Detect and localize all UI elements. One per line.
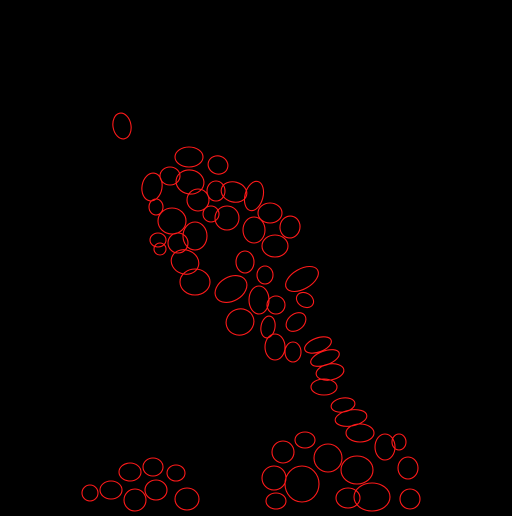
cell-contour: [220, 181, 248, 203]
cell-contour: [285, 265, 319, 293]
cell-contour: [242, 216, 266, 244]
cell-contour: [149, 232, 167, 248]
cell-contour: [248, 285, 270, 315]
cell-contour: [265, 492, 287, 510]
cell-contour: [214, 205, 240, 231]
cell-contour: [257, 202, 283, 224]
cell-contour: [397, 456, 419, 480]
cell-contour: [330, 397, 356, 413]
cell-contour: [279, 215, 301, 239]
cell-contour: [284, 341, 302, 363]
cell-contour: [335, 487, 361, 509]
cell-contour: [353, 482, 391, 512]
cell-contour: [157, 207, 187, 235]
cell-contour: [123, 488, 147, 512]
cell-contour: [235, 250, 255, 274]
cell-contour: [295, 291, 315, 309]
cell-contour: [182, 221, 208, 251]
cell-contour: [374, 433, 396, 461]
cell-contour: [144, 479, 168, 501]
cell-contour: [174, 487, 200, 511]
cell-contour: [294, 431, 316, 449]
cell-contour: [310, 378, 338, 396]
cell-contour: [141, 172, 163, 202]
cell-contour: [264, 333, 286, 361]
cell-contour: [179, 268, 211, 296]
cell-contour: [159, 166, 181, 186]
cell-contour: [399, 488, 421, 510]
cell-contour: [334, 409, 368, 427]
cell-contour: [313, 443, 343, 473]
cell-contour: [271, 440, 295, 464]
cell-contour: [81, 484, 99, 502]
cell-contour: [206, 180, 226, 202]
cell-contour: [214, 275, 248, 303]
cell-contour: [118, 462, 142, 482]
cell-contour: [202, 205, 220, 223]
cell-contour: [167, 232, 189, 254]
cell-contour: [266, 295, 286, 315]
cell-contour: [285, 312, 307, 332]
cell-contour: [256, 265, 274, 285]
cell-contour: [340, 455, 374, 485]
cell-contour: [225, 308, 255, 336]
cell-contour: [261, 234, 289, 258]
cell-contour: [391, 433, 407, 451]
cell-contour: [284, 465, 320, 503]
cell-contour: [304, 336, 332, 354]
cell-contour: [166, 464, 186, 482]
cell-contour: [243, 180, 265, 212]
cell-contour: [261, 465, 287, 491]
cell-contour: [99, 480, 123, 500]
cell-contour: [186, 188, 210, 212]
cell-contour: [260, 315, 276, 339]
cell-contour: [175, 169, 205, 195]
cell-contour: [174, 146, 204, 168]
cell-contour: [345, 423, 375, 443]
cell-contour: [153, 242, 167, 256]
cell-contour: [142, 457, 164, 477]
cell-contour: [148, 198, 164, 216]
cell-contour: [207, 155, 229, 175]
cell-contour: [112, 112, 132, 140]
cell-contour: [170, 249, 200, 275]
